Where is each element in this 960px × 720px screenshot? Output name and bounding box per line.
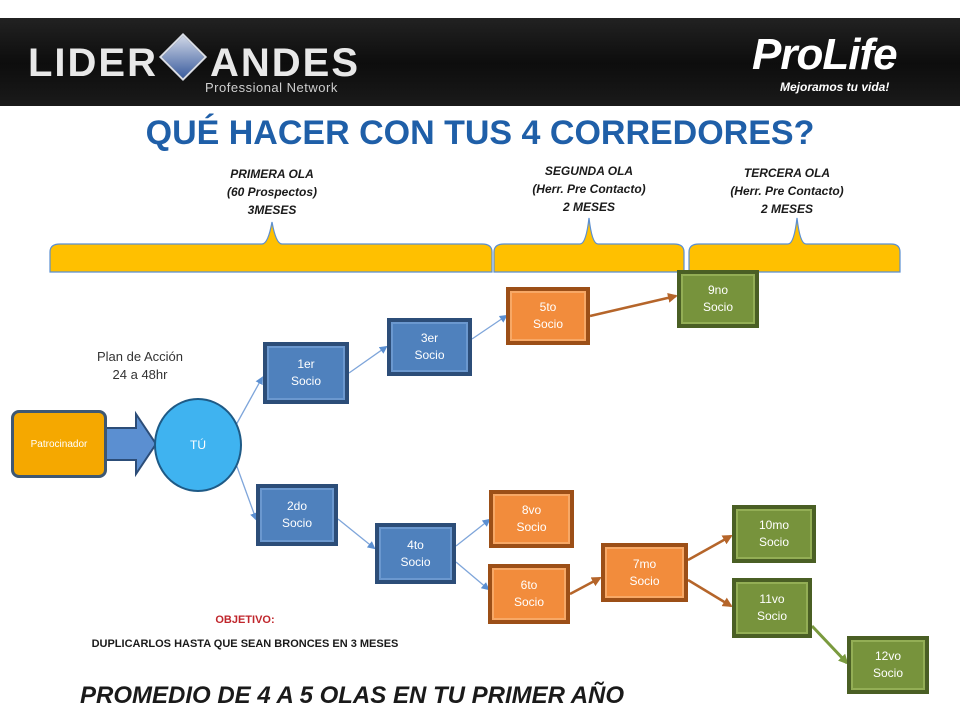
sponsor-box: Patrocinador [11,410,107,478]
partner-8-ordinal: 8vo [521,503,542,517]
connector-p4-p8 [455,518,491,547]
partner-10-ordinal: 10mo [758,518,790,532]
wave-brace-3 [688,217,901,273]
connector-tu-p2 [235,463,258,521]
sponsor-arrow [103,410,158,478]
lider-andes-logo: LIDER ANDES [28,32,361,86]
partner-8-label: Socio [516,520,547,534]
connector-p3-p5 [471,314,508,340]
prolife-logo: ProLife [752,30,898,79]
partner-4-label: Socio [400,554,431,569]
plan-label-line2: 24 a 48hr [112,367,168,382]
objective-label: OBJETIVO: [215,614,275,626]
wave-1-detail: (60 Prospectos) [226,185,318,199]
partner-5-ordinal: 5to [539,300,557,314]
partner-3-label: Socio [414,348,445,362]
connector-tu-p1 [235,376,263,426]
partner-6-ordinal: 6to [520,578,538,592]
wave-label-1: PRIMERA OLA (60 Prospectos) 3MESES [172,165,372,219]
partner-12-ordinal: 12vo [874,649,902,663]
partner-2-label: Socio [281,516,313,530]
connector-p2-p4 [337,518,376,550]
connector-p6-p7 [569,576,602,596]
partner-7-ordinal: 7mo [632,556,657,571]
wave-3-title: TERCERA OLA [743,166,831,180]
partner-9-label: Socio [702,300,734,314]
partner-10-label: Socio [758,535,790,549]
partner-3-ordinal: 3er [420,331,439,345]
prolife-slogan: Mejoramos tu vida! [780,80,890,94]
logo-lider-subtitle: Professional Network [205,80,338,95]
partner-11-ordinal: 11vo [759,592,785,606]
partner-5-label: Socio [532,317,564,331]
wave-brace-1 [49,221,493,273]
connector-p7-p11 [687,578,733,608]
partner-2-ordinal: 2do [286,499,308,513]
connector-p11-p12 [810,624,849,665]
wave-label-3: TERCERA OLA (Herr. Pre Contacto) 2 MESES [687,164,887,218]
connector-p1-p3 [348,345,388,374]
wave-1-duration: 3MESES [247,203,297,217]
wave-label-2: SEGUNDA OLA (Herr. Pre Contacto) 2 MESES [489,162,689,216]
wave-2-duration: 2 MESES [562,200,616,214]
objective-text: DUPLICARLOS HASTA QUE SEAN BRONCES EN 3 … [91,638,399,650]
logo-andes-text: ANDES [210,41,361,85]
footer-caption: PROMEDIO DE 4 A 5 OLAS EN TU PRIMER AÑO [80,682,625,709]
wave-3-duration: 2 MESES [760,202,814,216]
wave-3-detail: (Herr. Pre Contacto) [730,184,844,198]
plan-label: Plan de Acción 24 a 48hr [80,348,200,384]
wave-1-title: PRIMERA OLA [230,167,314,181]
connector-p4-p6 [455,561,490,591]
connector-p7-p10 [687,534,733,562]
partner-9-ordinal: 9no [707,283,729,297]
page-title: QUÉ HACER CON TUS 4 CORREDORES? [145,114,815,152]
logo-lider-text: LIDER [28,41,158,85]
wave-2-detail: (Herr. Pre Contacto) [532,182,646,196]
partner-7-label: Socio [629,573,660,588]
connector-p5-p9 [589,292,678,318]
plan-label-line1: Plan de Acción [96,349,183,364]
header-top-strip [0,0,960,18]
wave-2-title: SEGUNDA OLA [544,164,634,178]
wave-brace-2 [493,217,685,273]
partner-11-label: Socio [756,609,788,623]
partner-6-label: Socio [513,595,545,609]
partner-4-ordinal: 4to [407,537,424,552]
partner-1-label: Socio [290,374,322,388]
partner-12-label: Socio [872,666,904,680]
partner-1-ordinal: 1er [297,357,315,371]
tu-circle: TÚ [154,398,242,492]
